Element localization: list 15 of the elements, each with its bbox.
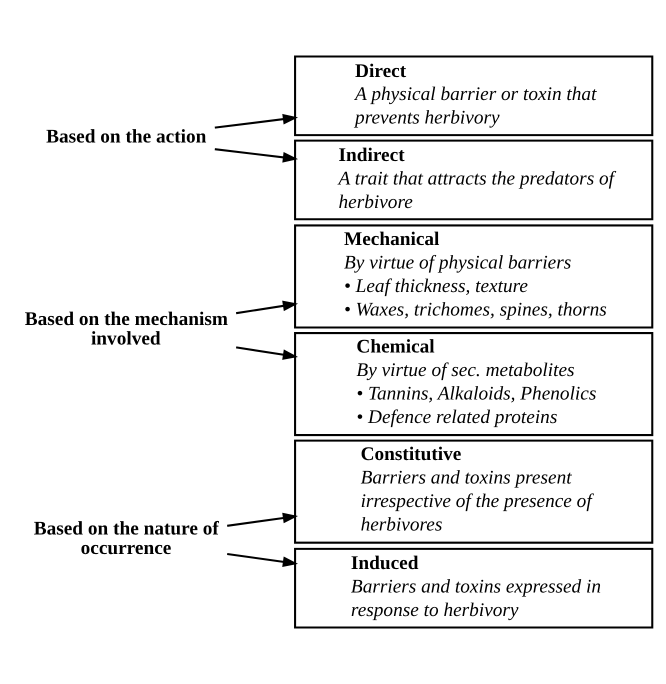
node-text: Based on the nature of occurrence [34,518,219,559]
node-text: Based on the action [46,126,206,148]
arrow [227,552,298,568]
arrow [227,512,298,527]
node-box: Mechanical By virtue of physical barriers • Leaf thickness, texture • Waxes, trichomes, spines, thorns [294,224,654,329]
node-box: Indirect A trait that attracts the predators of herbivore [294,140,654,220]
arrow [214,114,298,129]
arrow [214,148,298,163]
node-box: Direct A physical barrier or toxin that prevents herbivory [294,55,654,136]
node-box: Chemical By virtue of sec. metabolites • Tannins, Alkaloids, Phenolics • Defence related proteins [294,332,654,436]
arrow [236,346,298,360]
node-text: Based on the mechanism involved [24,309,228,350]
node-box: Constitutive Barriers and toxins present irrespective of the presence of herbivores [294,440,654,544]
arrow [236,300,298,314]
node-box: Induced Barriers and toxins expressed in response to herbivory [294,548,654,629]
